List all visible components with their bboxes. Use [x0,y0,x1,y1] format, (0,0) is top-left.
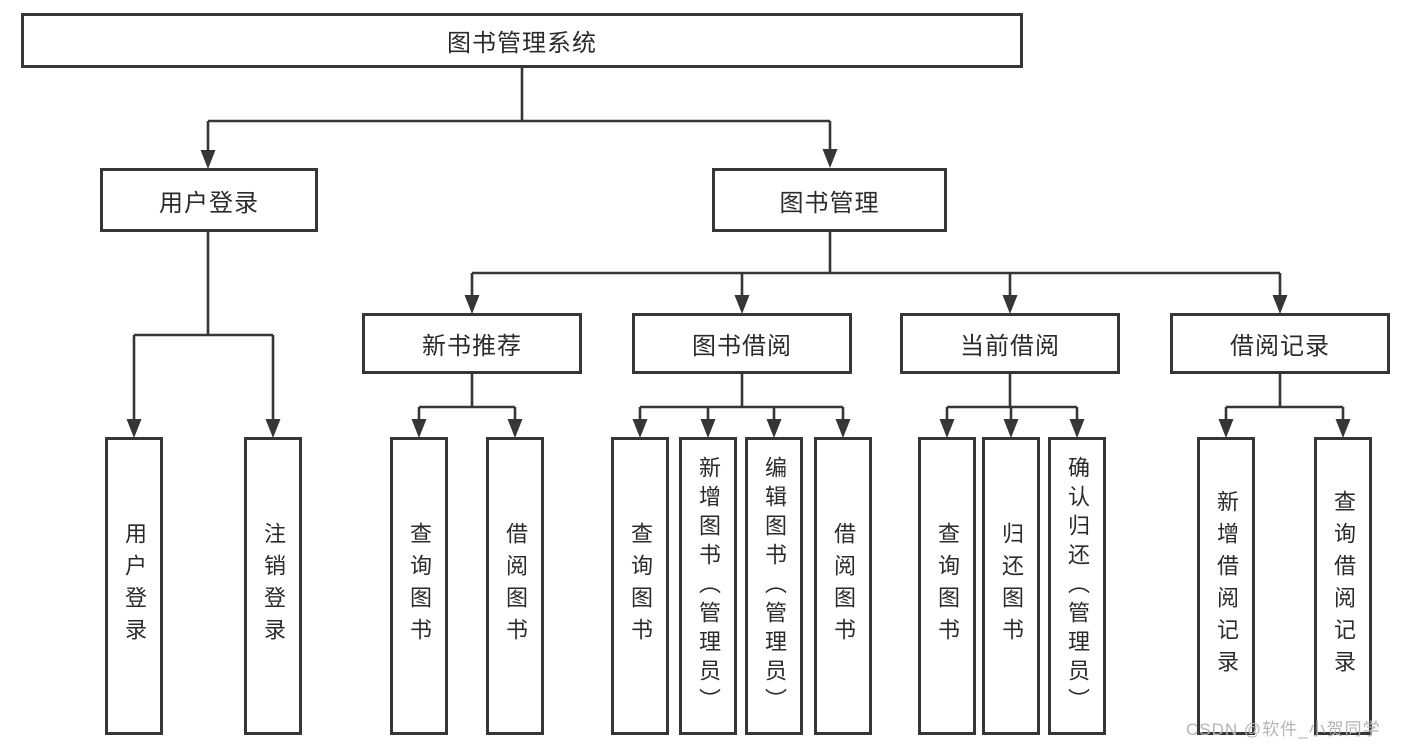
leaf-borrow-books-recommend-label: 借阅图书 [503,522,528,650]
tree-edges [132,68,1345,421]
leaf-edit-books-admin: 编辑图书（管理员） [745,437,803,735]
leaf-query-borrow-record-label: 查询借阅记录 [1331,490,1356,682]
leaf-query-books-borrow-label: 查询图书 [628,522,653,650]
node-borrowing-records-label: 借阅记录 [1230,333,1330,360]
leaf-borrow-books-label: 借阅图书 [831,522,856,650]
leaf-user-login-label: 用户登录 [122,522,147,650]
node-library-system: 图书管理系统 [21,13,1023,68]
node-current-borrowing-label: 当前借阅 [960,333,1060,360]
leaf-add-borrow-record-label: 新增借阅记录 [1214,490,1239,682]
node-book-borrowing: 图书借阅 [632,313,852,374]
leaf-borrow-books: 借阅图书 [814,437,872,735]
leaf-query-books-borrow: 查询图书 [611,437,669,735]
watermark: CSDN @软件_小贺同学 [1186,720,1381,739]
leaf-query-books-current: 查询图书 [918,437,976,735]
leaf-confirm-return-admin: 确认归还（管理员） [1048,437,1106,735]
leaf-add-borrow-record: 新增借阅记录 [1197,437,1255,735]
node-library-system-label: 图书管理系统 [447,30,597,57]
leaf-return-books-label: 归还图书 [999,522,1024,650]
node-current-borrowing: 当前借阅 [900,313,1120,374]
leaf-borrow-books-recommend: 借阅图书 [486,437,544,735]
leaf-query-books-current-label: 查询图书 [935,522,960,650]
node-book-management: 图书管理 [712,168,947,232]
leaf-logout-label: 注销登录 [261,522,286,650]
leaf-add-books-admin: 新增图书（管理员） [679,437,737,735]
leaf-confirm-return-admin-label: 确认归还（管理员） [1065,455,1090,717]
leaf-add-books-admin-label: 新增图书（管理员） [696,455,721,717]
node-book-management-label: 图书管理 [779,189,880,217]
leaf-return-books: 归还图书 [982,437,1040,735]
leaf-edit-books-admin-label: 编辑图书（管理员） [762,455,787,717]
node-user-login-label: 用户登录 [159,189,259,217]
node-new-book-recommendation: 新书推荐 [362,313,582,374]
leaf-logout: 注销登录 [244,437,302,735]
leaf-query-books-recommend: 查询图书 [390,437,448,735]
node-new-book-recommendation-label: 新书推荐 [422,333,522,360]
leaf-user-login: 用户登录 [105,437,163,735]
leaf-query-books-recommend-label: 查询图书 [407,522,432,650]
node-user-login: 用户登录 [100,168,318,232]
node-book-borrowing-label: 图书借阅 [692,333,792,360]
node-borrowing-records: 借阅记录 [1170,313,1390,374]
leaf-query-borrow-record: 查询借阅记录 [1314,437,1372,735]
